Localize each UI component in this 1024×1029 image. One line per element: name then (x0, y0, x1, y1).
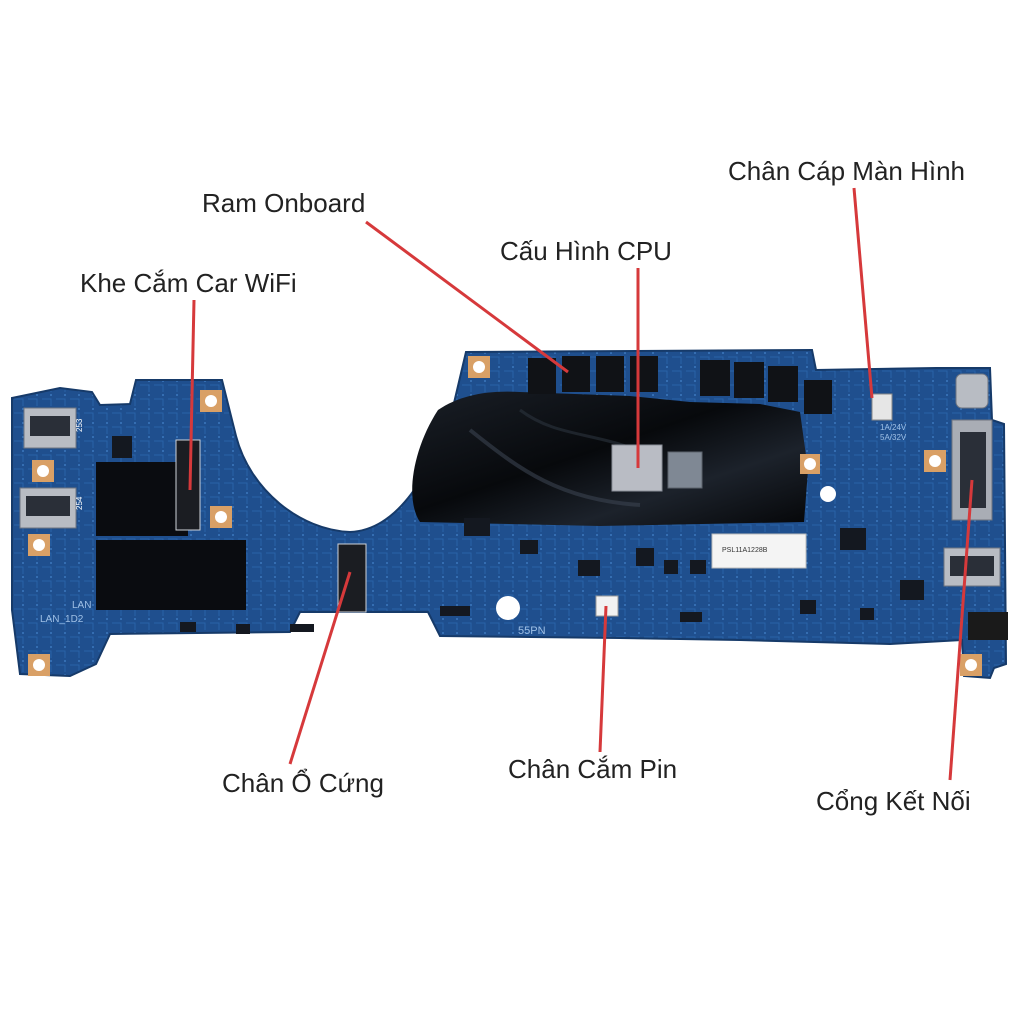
ssd-connector-leader-line (288, 571, 352, 765)
left-usb-ports (19, 407, 77, 529)
sticker-code: PSL11A1228B (722, 547, 768, 554)
lan-marking: LAN_1D2 (40, 614, 84, 625)
ram-chips (528, 356, 832, 414)
display-cable-label: Chân Cáp Màn Hình (728, 156, 966, 186)
board-code-marking: 55PN (518, 625, 546, 637)
display-cable-leader-line (852, 187, 874, 399)
lan-marking-2: LAN (72, 600, 91, 611)
smd-components (112, 436, 924, 634)
mounting-holes (28, 356, 982, 676)
ports-label: Cổng Kết Nối (816, 786, 971, 816)
serial-sticker (711, 533, 807, 569)
ssd-slot (337, 543, 367, 613)
left-chip-pad-bottom (96, 540, 246, 610)
battery-connector-leader-line (598, 605, 608, 753)
volt-marking: 1A/24V (880, 423, 907, 432)
cpu-secondary-die (667, 451, 703, 489)
leader-lines (188, 187, 974, 781)
wifi-slot-leader-line (188, 299, 196, 491)
display-socket (871, 393, 893, 421)
heat-shield (412, 391, 808, 526)
wifi-card-slot (175, 439, 201, 531)
volt-marking-2: 5A/32V (880, 433, 907, 442)
ram-onboard-leader-line (365, 220, 569, 374)
battery-connector-label: Chân Cắm Pin (508, 754, 678, 784)
right-ports (943, 373, 1008, 640)
wifi-slot-label: Khe Cắm Car WiFi (80, 268, 297, 298)
left-chip-pad-top (96, 462, 188, 536)
usb-top-marking: 253 (75, 418, 84, 432)
ports-leader-line (948, 479, 974, 781)
ssd-connector-label: Chân Ổ Cứng (222, 768, 384, 798)
usb-bottom-marking: 254 (75, 496, 84, 510)
cpu-label: Cấu Hình CPU (500, 236, 672, 266)
ram-onboard-label: Ram Onboard (202, 188, 366, 218)
